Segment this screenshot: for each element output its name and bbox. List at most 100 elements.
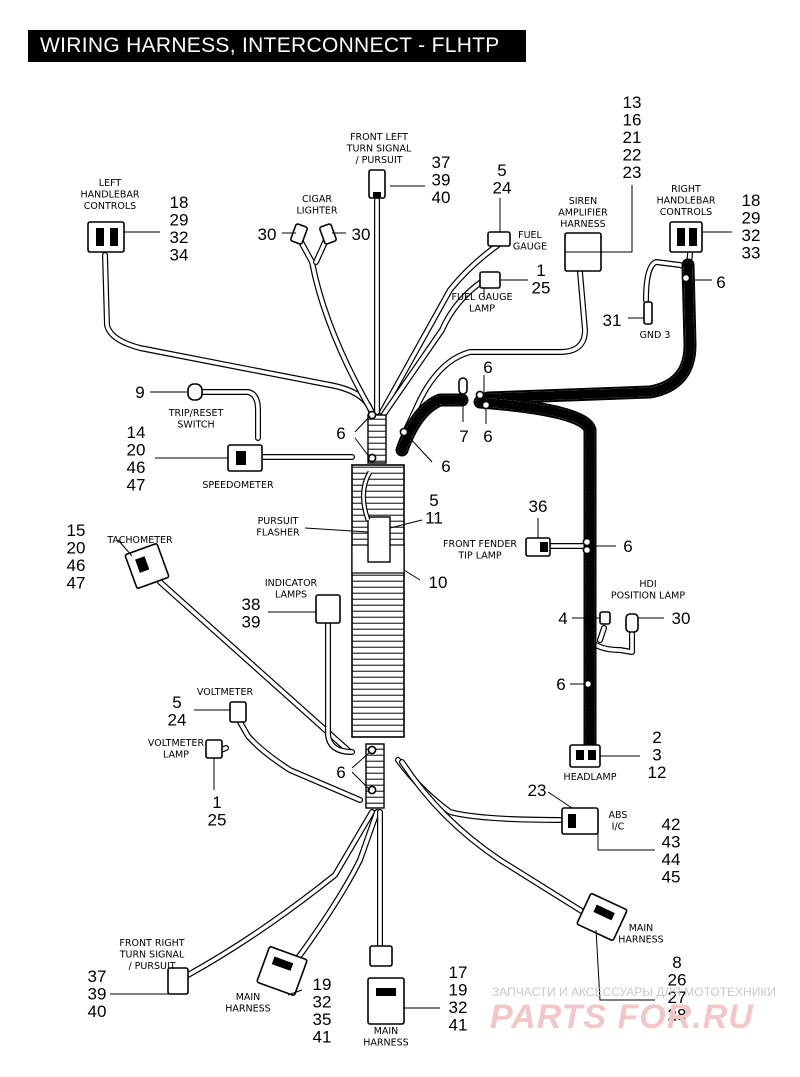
callout-c-cig-left: 30 [258,225,277,244]
callout-number: 31 [603,311,622,330]
label-line: LAMP [163,750,189,761]
wire-fuel-gauge [379,242,501,415]
callout-number: 39 [432,171,451,190]
label-line: FRONT FENDER [443,539,517,550]
main-harness-bottom-plug [369,945,393,967]
voltmeter-terminal [229,701,247,723]
callout-number: 18 [170,193,189,212]
wire-tachometer [157,579,353,755]
callout-number: 9 [135,383,144,402]
label-line: SIREN [569,196,598,207]
label-line: MAIN [374,1026,399,1037]
callout-number: 46 [67,556,86,575]
leader-6-left [407,435,433,463]
callout-number: 45 [662,868,681,887]
callout-c-7: 7 [459,427,468,446]
callout-number: 13 [623,93,642,112]
callout-number: 40 [432,188,451,207]
label-line: FRONT LEFT [350,132,408,143]
leader-6-mid [354,437,371,459]
callout-c-36: 36 [529,497,548,516]
leader-main-right [595,929,655,1001]
abs-ic-connector [561,807,599,835]
callout-number: 6 [336,424,345,443]
callout-number: 30 [258,225,277,244]
cigar-lighter-left-plug [290,223,308,245]
watermark-line2: PARTS FOR.RU [490,998,754,1036]
leader-lines [110,185,732,1009]
leader-6-top [354,415,371,433]
callout-c-23: 23 [528,781,547,800]
wire-cigar-left [297,237,375,415]
callout-number: 6 [623,537,632,556]
band-right-b [481,400,491,410]
label-line: VOLTMETER [148,738,205,749]
circuit-breaker-7 [458,377,468,395]
label-line: TRIP/RESET [168,408,224,419]
band-rhb [681,273,691,283]
callout-number: 47 [127,476,146,495]
label-line: VOLTMETER [197,687,254,698]
callout-number: 6 [483,358,492,377]
callout-number: 26 [668,971,687,990]
label-line: TURN SIGNAL [346,144,412,155]
band-bottom-b [367,785,377,795]
callout-number: 32 [742,226,761,245]
band-mid [367,453,377,463]
siren-amplifier-connector [564,232,602,272]
band-top [367,410,377,420]
label-line: POSITION LAMP [611,591,685,602]
callout-number: 1 [212,793,221,812]
callout-number: 32 [449,998,468,1017]
callout-number: 32 [313,993,332,1012]
wire-cigar-right [313,237,329,265]
leader-6-bottom [351,751,371,769]
wire-hdi-4 [597,625,607,643]
callout-number: 23 [623,163,642,182]
label-speedometer: SPEEDOMETER [202,480,274,491]
label-line: SPEEDOMETER [202,480,274,491]
callout-number: 25 [532,279,551,298]
gnd3-terminal [643,301,653,325]
band-right-a [475,390,485,400]
callout-number: 6 [556,675,565,694]
callout-number: 15 [67,521,86,540]
callout-number: 5 [497,161,506,180]
label-tachometer: TACHOMETER [106,535,173,546]
callout-number: 7 [459,427,468,446]
callout-number: 25 [208,811,227,830]
leader-10 [403,569,421,581]
callout-c-6-rhb: 6 [716,273,725,292]
label-line: CONTROLS [84,201,136,212]
main-harness-right-connector [576,892,628,942]
front-right-turn-connector [167,967,189,995]
callout-number: 5 [429,491,438,510]
label-line: LIGHTER [296,206,337,217]
wire-indicator [325,619,355,755]
callout-c-6-mid: 6 [483,358,492,377]
label-line: TURN SIGNAL [119,950,185,961]
callout-number: 32 [170,228,189,247]
callout-number: 10 [429,573,448,592]
callout-number: 6 [483,427,492,446]
callout-number: 19 [313,975,332,994]
callout-c-cig-right: 30 [352,225,371,244]
label-line: CONTROLS [660,207,712,218]
callout-number: 24 [168,711,187,730]
callout-c-6-right: 6 [483,427,492,446]
